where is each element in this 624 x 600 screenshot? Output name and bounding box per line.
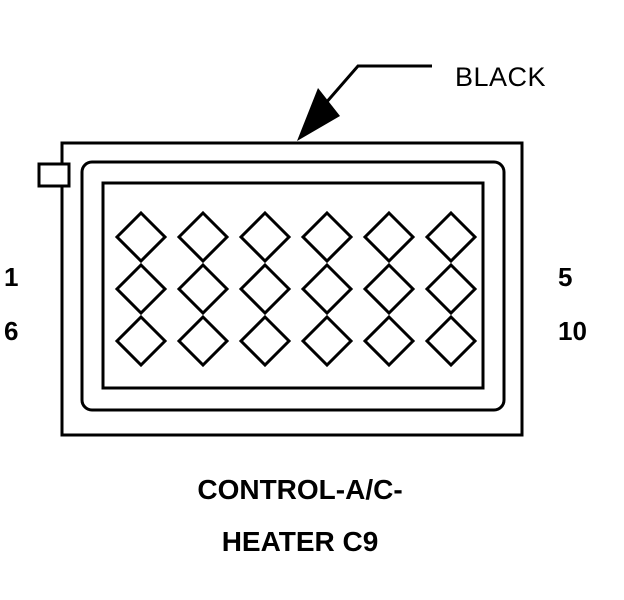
connector-inner-seal [80,160,506,412]
terminal-cavity [238,210,292,264]
connector-title-line-2: HEATER C9 [221,526,379,557]
terminal-cavity [300,262,354,316]
terminal-cavity [176,314,230,368]
connector-color-label: BLACK [455,62,547,92]
pin-label-bottom-left: 6 [4,316,19,346]
terminal-cavity [114,262,168,316]
terminal-cavity [362,314,416,368]
pin-label-top-left: 1 [4,262,19,292]
pin-label-bottom-right: 10 [558,316,587,346]
connector-title-line-1: CONTROL-A/C- [197,474,403,505]
terminal-cavity [176,210,230,264]
pin-label-top-right: 5 [558,262,573,292]
terminal-cavity [362,262,416,316]
terminal-cavity [114,314,168,368]
terminal-cavity [300,210,354,264]
terminal-cavity [176,262,230,316]
leader-arrowhead [297,88,340,141]
terminal-cavity [362,210,416,264]
terminal-cavity [424,262,478,316]
terminal-cavity [238,314,292,368]
locking-tab [37,162,71,188]
terminal-cavity [238,262,292,316]
terminal-cavity [424,210,478,264]
terminal-cavity-block [101,181,485,390]
terminal-cavity [300,314,354,368]
connector-outer-housing [60,141,524,437]
terminal-cavity [424,314,478,368]
terminal-cavities [114,210,478,368]
terminal-cavity [114,210,168,264]
leader-line [316,64,432,113]
